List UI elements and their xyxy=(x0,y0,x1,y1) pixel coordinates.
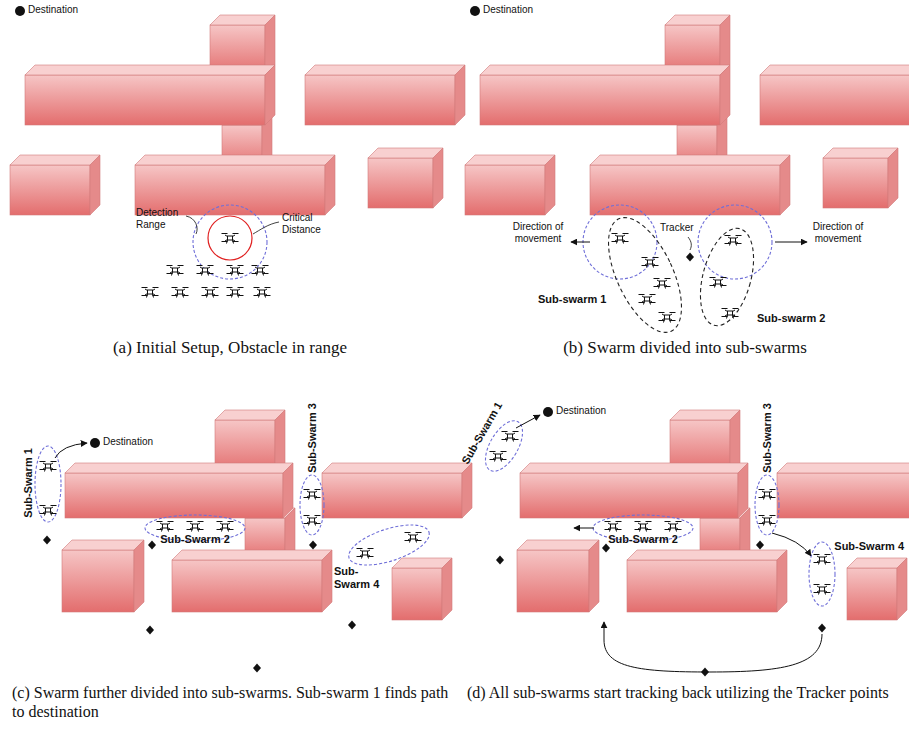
return-arrow xyxy=(604,622,822,672)
direction-arrow xyxy=(775,242,807,243)
callout-label: Critical Distance xyxy=(282,212,334,235)
sub-swarm-label: Sub-Swarm 3 xyxy=(306,403,319,473)
return-arrow xyxy=(574,528,594,529)
sub-swarm-label: Sub-swarm 2 xyxy=(757,312,825,325)
destination-dot xyxy=(15,6,25,16)
panel-b xyxy=(465,6,909,343)
sub-swarm-label: Sub-Swarm 1 xyxy=(22,448,35,518)
panel-c xyxy=(35,410,472,673)
detection-range xyxy=(698,205,772,279)
figure-caption: (a) Initial Setup, Obstacle in range xyxy=(113,338,347,358)
figure-caption: (c) Swarm further divided into sub-swarm… xyxy=(12,683,452,721)
detection-range xyxy=(583,205,657,279)
direction-label: Direction of movement xyxy=(511,221,565,244)
panel-a xyxy=(10,6,465,298)
callout-label: Tracker xyxy=(660,222,694,234)
leader-line xyxy=(253,222,279,234)
sub-swarm-outline xyxy=(344,517,434,573)
sub-swarm-label: Sub-Swarm 4 xyxy=(834,540,904,553)
buildings xyxy=(10,15,465,215)
destination-dot xyxy=(90,438,100,448)
sub-swarm-outline xyxy=(691,222,763,331)
sub-swarm-outline xyxy=(809,542,835,606)
buildings xyxy=(62,410,472,620)
path-arrow xyxy=(516,415,540,428)
tracker-points xyxy=(43,536,356,673)
sub-swarm-label: Sub-Swarm 3 xyxy=(761,403,774,473)
sub-swarm-label: Sub-swarm 1 xyxy=(538,293,606,306)
tracker-point xyxy=(686,253,694,262)
drones xyxy=(612,234,742,323)
destination-label: Destination xyxy=(28,4,78,16)
leader-line xyxy=(186,216,197,234)
destination-dot xyxy=(470,6,480,16)
drones xyxy=(40,462,422,559)
sub-swarm-label: Sub-Swarm 2 xyxy=(160,533,230,546)
panel-d xyxy=(478,407,909,677)
figure-caption: (d) All sub-swarms start tracking back u… xyxy=(467,683,902,702)
sub-swarm-outline xyxy=(755,475,779,535)
destination-label: Destination xyxy=(483,4,533,16)
sub-swarm-outline xyxy=(300,475,324,535)
callout-label: Detection Range xyxy=(136,207,188,230)
sub-swarm-outline xyxy=(593,207,696,343)
critical-distance xyxy=(208,216,252,260)
direction-label: Direction of movement xyxy=(811,221,865,244)
drones xyxy=(490,432,831,595)
destination-label: Destination xyxy=(556,405,606,417)
path-arrow xyxy=(55,443,87,458)
sub-swarm-label: Sub-Swarm 2 xyxy=(608,533,678,546)
return-arrow xyxy=(772,533,811,556)
drones xyxy=(142,234,271,298)
tracker-points xyxy=(496,541,826,677)
buildings xyxy=(517,410,909,620)
destination-dot xyxy=(543,407,553,417)
direction-arrow xyxy=(571,242,590,243)
sub-swarm-outline xyxy=(35,446,61,522)
sub-swarm-label: Sub-Swarm 1 xyxy=(459,400,505,467)
destination-label: Destination xyxy=(103,436,153,448)
leader-line xyxy=(688,237,691,250)
figure-caption: (b) Swarm divided into sub-swarms xyxy=(563,338,807,358)
buildings xyxy=(465,15,909,215)
sub-swarm-label: Sub-Swarm 4 xyxy=(334,565,386,590)
